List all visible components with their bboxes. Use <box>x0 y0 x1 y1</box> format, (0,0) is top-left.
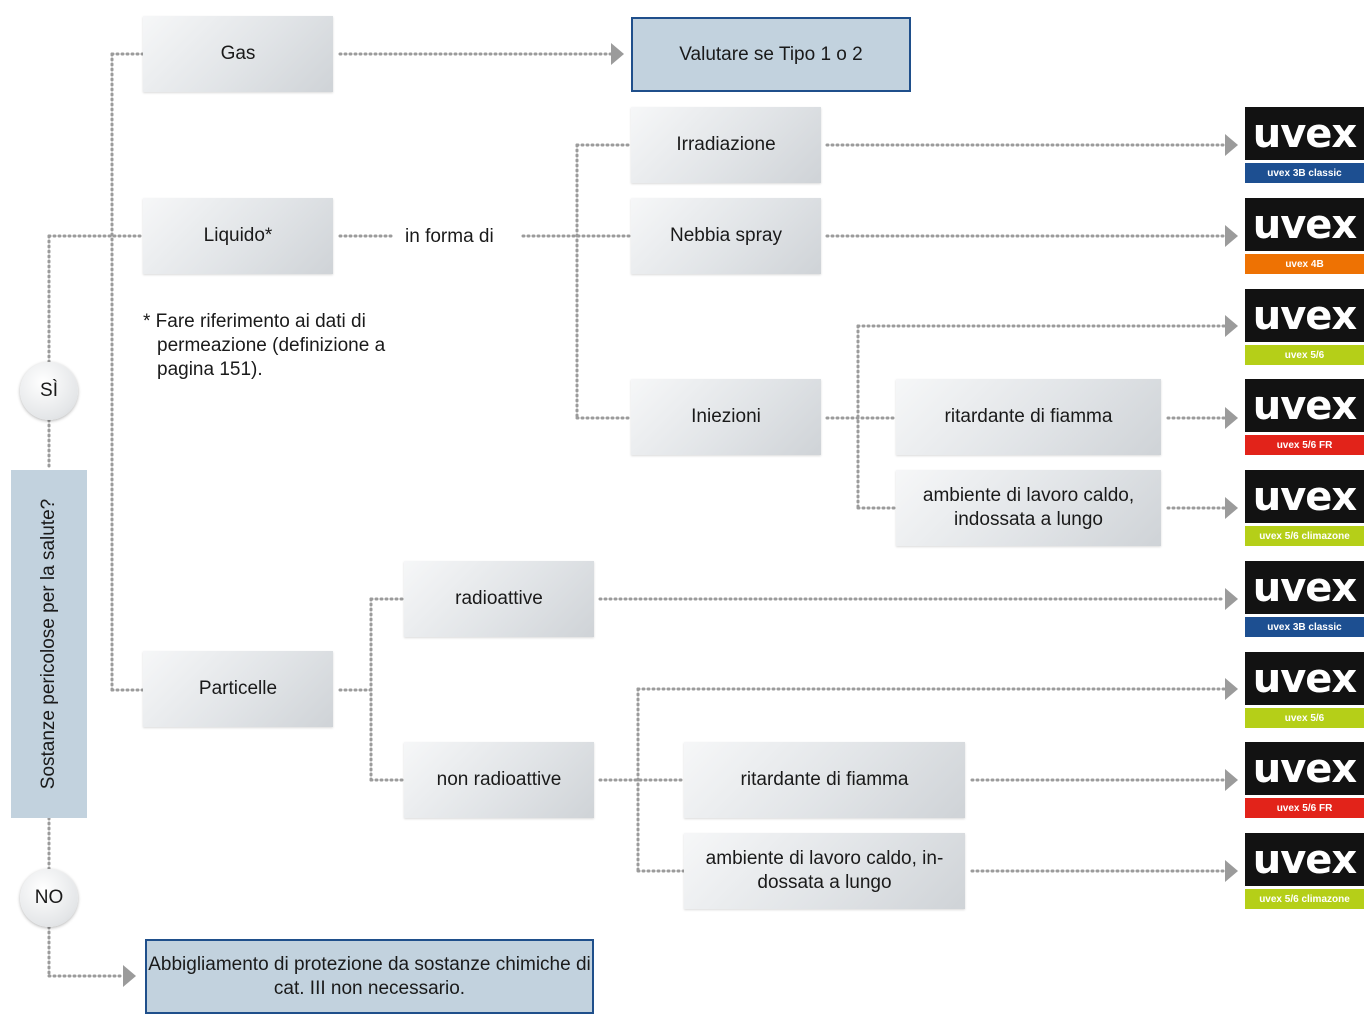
uvex-logo: uvex <box>1245 470 1364 523</box>
particles-label: Particelle <box>198 678 278 699</box>
arrowhead <box>1225 134 1238 156</box>
nonradio-hot-node: ambiente di lavoro caldo, in-dossata a l… <box>684 833 965 909</box>
no-result-box: Abbigliamento di protezione da sostanze … <box>145 939 594 1014</box>
gas-result-label: Valutare se Tipo 1 o 2 <box>679 43 863 65</box>
injection-hot-label: ambiente di lavoro caldo, indossata a lu… <box>922 485 1135 530</box>
nonradio-hot-label: ambiente di lavoro caldo, in-dossata a l… <box>705 848 944 893</box>
non-radioactive-label: non radioattive <box>436 769 562 790</box>
injection-flame-node: ritardante di fiamma <box>896 379 1161 455</box>
arrowhead <box>1225 315 1238 337</box>
spray-node: Nebbia spray <box>631 198 821 274</box>
injection-hot-node: ambiente di lavoro caldo, indossata a lu… <box>896 470 1161 546</box>
product-tag: uvex 5/6 FR <box>1245 435 1364 455</box>
product-uvex-5-6-climazone: uvex uvex 5/6 climazone <box>1245 470 1364 546</box>
uvex-logo: uvex <box>1245 561 1364 614</box>
injections-label: Iniezioni <box>691 406 761 427</box>
uvex-logo: uvex <box>1245 833 1364 886</box>
uvex-logo: uvex <box>1245 289 1364 342</box>
gas-node: Gas <box>143 16 333 92</box>
product-uvex-5-6-climazone: uvex uvex 5/6 climazone <box>1245 833 1364 909</box>
arrowhead <box>1225 225 1238 247</box>
product-uvex-5-6-fr: uvex uvex 5/6 FR <box>1245 742 1364 818</box>
arrowhead <box>1225 769 1238 791</box>
product-uvex-5-6: uvex uvex 5/6 <box>1245 652 1364 728</box>
arrowhead <box>123 965 136 987</box>
arrowhead <box>1225 860 1238 882</box>
irradiation-node: Irradiazione <box>631 107 821 183</box>
in-form-of-label: in forma di <box>405 226 494 247</box>
product-tag: uvex 3B classic <box>1245 617 1364 637</box>
no-circle: NO <box>20 869 78 927</box>
liquid-node: Liquido* <box>143 198 333 274</box>
radioactive-node: radioattive <box>404 561 594 637</box>
product-tag: uvex 5/6 <box>1245 345 1364 365</box>
product-tag: uvex 3B classic <box>1245 163 1364 183</box>
nonradio-flame-node: ritardante di fiamma <box>684 742 965 818</box>
spray-label: Nebbia spray <box>670 225 782 246</box>
irradiation-label: Irradiazione <box>676 134 776 155</box>
no-label: NO <box>34 887 64 908</box>
question-label: Sostanze pericolose per la salute? <box>38 498 59 790</box>
product-tag: uvex 5/6 <box>1245 708 1364 728</box>
arrowhead <box>1225 678 1238 700</box>
product-uvex-4b: uvex uvex 4B <box>1245 198 1364 274</box>
uvex-logo: uvex <box>1245 107 1364 160</box>
uvex-logo: uvex <box>1245 652 1364 705</box>
arrowhead <box>1225 588 1238 610</box>
uvex-logo: uvex <box>1245 198 1364 251</box>
uvex-logo: uvex <box>1245 742 1364 795</box>
question-box: Sostanze pericolose per la salute? <box>11 470 87 818</box>
nonradio-flame-label: ritardante di fiamma <box>740 769 909 790</box>
injections-node: Iniezioni <box>631 379 821 455</box>
particles-node: Particelle <box>143 651 333 727</box>
radioactive-label: radioattive <box>455 588 543 609</box>
product-uvex-5-6: uvex uvex 5/6 <box>1245 289 1364 365</box>
product-tag: uvex 5/6 climazone <box>1245 889 1364 909</box>
injection-flame-label: ritardante di fiamma <box>944 406 1113 427</box>
footnote: * Fare riferimento ai dati di permeazion… <box>143 311 386 380</box>
liquid-label: Liquido* <box>203 225 273 246</box>
arrowhead <box>1225 407 1238 429</box>
uvex-logo: uvex <box>1245 379 1364 432</box>
product-uvex-3b-classic: uvex uvex 3B classic <box>1245 561 1364 637</box>
arrowhead <box>611 43 624 65</box>
product-uvex-5-6-fr: uvex uvex 5/6 FR <box>1245 379 1364 455</box>
gas-result-box: Valutare se Tipo 1 o 2 <box>631 17 911 92</box>
non-radioactive-node: non radioattive <box>404 742 594 818</box>
product-tag: uvex 5/6 FR <box>1245 798 1364 818</box>
yes-circle: SÌ <box>20 362 78 420</box>
gas-label: Gas <box>220 43 256 64</box>
product-tag: uvex 4B <box>1245 254 1364 274</box>
yes-label: SÌ <box>40 380 58 401</box>
product-uvex-3b-classic: uvex uvex 3B classic <box>1245 107 1364 183</box>
no-result-label: Abbigliamento di protezione da sostanze … <box>148 953 591 999</box>
arrowhead <box>1225 497 1238 519</box>
product-tag: uvex 5/6 climazone <box>1245 526 1364 546</box>
